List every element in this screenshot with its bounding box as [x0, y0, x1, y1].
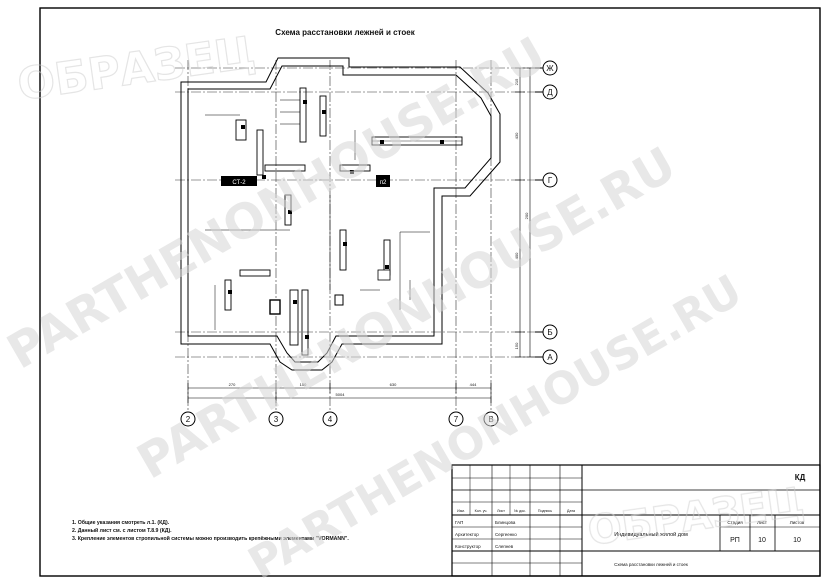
sheet-frame — [39, 7, 821, 577]
plan-detail-lines — [205, 99, 430, 330]
column-axis-label-4: 7 — [454, 415, 459, 424]
row-axis-label-5: А — [547, 353, 553, 362]
tag-right: п2 — [380, 180, 387, 186]
watermark-brand-2: PARTHENONHOUSE.RU — [128, 136, 685, 490]
tb-col-doc: № док. — [514, 509, 526, 513]
wall-outline — [180, 57, 501, 371]
tb-sheet-number: 10 — [758, 537, 766, 544]
row-axis-label-4: Б — [547, 328, 552, 337]
sheet-title: Схема расстановки лежней и стоек — [275, 28, 415, 37]
tb-col-date: Дата — [567, 509, 575, 513]
column-axis-markers — [180, 411, 499, 427]
column-axis-label-2: 3 — [274, 415, 279, 424]
row-axis-markers — [535, 60, 558, 365]
posts — [228, 100, 444, 339]
column-axis-label-5: В — [488, 415, 493, 424]
column-axis-label-1: 2 — [186, 415, 191, 424]
row-axis-label-2: Д — [547, 88, 553, 97]
row-axis-label-3: Г — [548, 176, 553, 185]
dim-bottom-3: 630 — [390, 382, 397, 387]
bottom-dimensions — [187, 383, 492, 403]
tb-col-change: Изм. — [457, 509, 465, 513]
tag-left: СТ-2 — [232, 180, 246, 186]
dim-bottom-4: 444 — [470, 382, 477, 387]
row-axis-label-1: Ж — [546, 64, 554, 73]
tag-box-right — [376, 175, 390, 187]
dim-right-2: 430 — [514, 132, 519, 139]
dim-bottom-2: 150 — [300, 382, 307, 387]
tb-sheets-total: 10 — [793, 537, 801, 544]
tb-sheet-name: Схема расстановки лежней и стоек — [614, 561, 688, 567]
tb-sheets-header: Листов — [790, 520, 805, 525]
note-2: 2. Данный лист см. с листом Т.8.9 (КД). — [72, 527, 172, 534]
tb-stage: РП — [730, 537, 740, 544]
dim-bottom-1: 270 — [229, 382, 236, 387]
watermark-sample-top: ОБРАЗЕЦ — [14, 27, 258, 111]
title-block — [451, 464, 821, 577]
tb-sheet-header: Лист — [757, 520, 767, 525]
tb-name-1: Блинцова — [495, 520, 516, 525]
tb-stage-header: Стадия — [727, 520, 743, 525]
right-dimensions — [515, 67, 535, 358]
tb-role-1: ГАП — [455, 520, 463, 525]
tb-role-3: Конструктор — [455, 544, 481, 549]
dim-right-1: 215 — [514, 78, 519, 85]
sleeper-beams — [224, 87, 463, 356]
tb-role-2: Архитектор — [455, 532, 479, 537]
dim-bottom-total: 5004 — [336, 392, 346, 397]
tag-box-left — [221, 176, 257, 186]
tb-col-qty: Кол. уч. — [475, 509, 488, 513]
axis-grid — [175, 60, 542, 410]
dim-right-5: 150 — [514, 342, 519, 349]
tb-name-2: Сергеенко — [495, 532, 517, 537]
watermark-layer: ОБРАЗЕЦ ОБРАЗЕЦ PARTHENONHOUSE.RU PARTHE… — [0, 26, 807, 585]
note-3: 3. Крепление элементов стропильной систе… — [72, 535, 349, 542]
column-axis-label-3: 4 — [328, 415, 333, 424]
tb-col-signature: Подпись — [538, 509, 552, 513]
watermark-sample-bottom: ОБРАЗЕЦ — [585, 479, 807, 555]
dim-right-4: 200 — [524, 212, 529, 219]
tb-col-sheet: Лист — [497, 509, 505, 513]
dim-right-3: 400 — [514, 252, 519, 259]
tb-project-name: Индивидуальный жилой дом — [614, 531, 688, 538]
note-1: 1. Общие указания смотреть л.1. (КД). — [72, 519, 170, 526]
tb-name-3: Слепнев — [495, 544, 514, 549]
title-block-code: КД — [795, 473, 806, 482]
